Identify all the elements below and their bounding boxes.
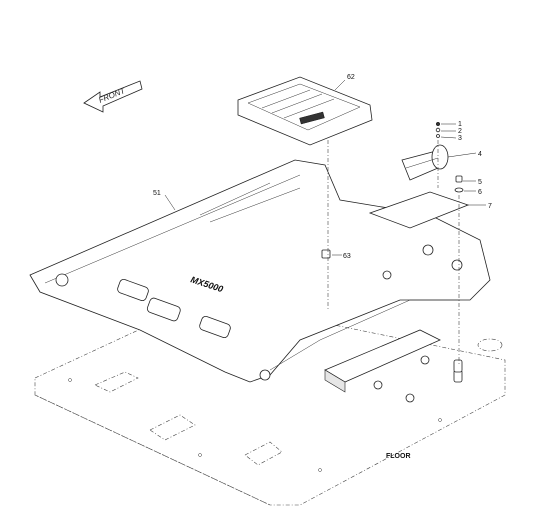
assembly-lines bbox=[327, 140, 460, 365]
floor-outline bbox=[34, 317, 506, 506]
floor-label: FLOOR bbox=[386, 453, 411, 460]
callout-5: 5 bbox=[478, 179, 482, 186]
floor-rail-bracket bbox=[324, 329, 463, 403]
callout-6: 6 bbox=[478, 189, 482, 196]
callout-2: 2 bbox=[458, 128, 462, 135]
storage-tray bbox=[237, 76, 373, 146]
callout-63: 63 bbox=[343, 253, 351, 260]
callout-51: 51 bbox=[153, 190, 161, 197]
callout-62: 62 bbox=[347, 74, 355, 81]
front-arrow-icon: FRONT bbox=[83, 80, 143, 113]
callout-4: 4 bbox=[478, 151, 482, 158]
callout-1: 1 bbox=[458, 121, 462, 128]
hose-clamp bbox=[401, 144, 449, 181]
fasteners bbox=[321, 121, 464, 373]
callout-3: 3 bbox=[458, 135, 462, 142]
leader-lines bbox=[164, 79, 486, 256]
floor-mat: MX5000 bbox=[29, 159, 491, 383]
callout-7: 7 bbox=[488, 203, 492, 210]
